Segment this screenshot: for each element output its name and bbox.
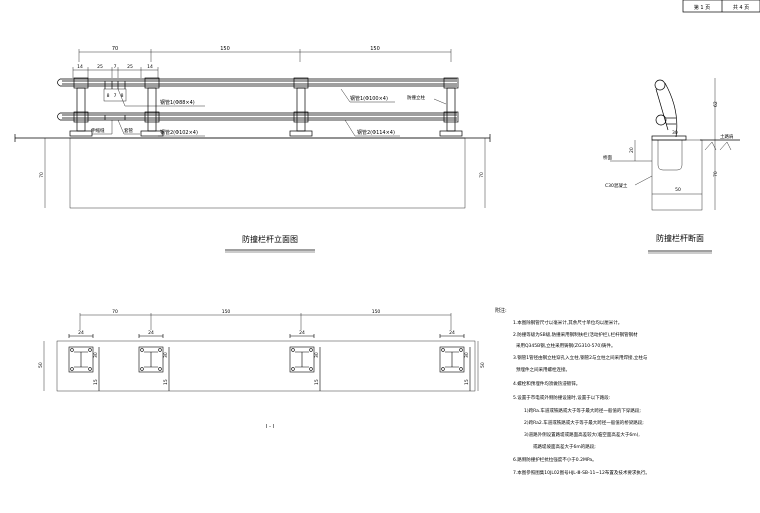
page-number: 第 1 页 [694, 4, 710, 11]
label-pipe2-small: 钢管2(Φ102×4) [160, 129, 198, 136]
edge-dim: 15 [464, 379, 470, 385]
label-deck: 桥面 [603, 154, 612, 161]
joint-dim: 8 [107, 93, 110, 99]
rails [57, 78, 457, 121]
notes: 附注: 1.本图除钢管尺寸以毫米计,其余尺寸单位均以厘米计。 2.防撞等级为SB… [495, 307, 650, 476]
elevation-view: 70 150 150 14 25 7 25 14 8 7 8 [14, 46, 491, 253]
plate-dim: 30 [93, 352, 99, 358]
label-pipe1-small: 钢管1(Φ88×4) [160, 99, 195, 106]
plate-width-dim: 24 [299, 330, 305, 336]
edge-dim: 15 [93, 379, 99, 385]
note-line: 6.路侧防撞护栏抗拉强度不小于0.2MPa。 [513, 456, 597, 463]
label-expansion-joint: 伸缩缝 [91, 127, 105, 134]
span-dim: 150 [370, 46, 380, 52]
span-dim: 70 [112, 46, 118, 52]
note-line: 4.螺栓和预埋件均须做热浸镀锌。 [513, 380, 580, 387]
plate-width-dim: 24 [148, 330, 154, 336]
label-sleeve: 套管 [124, 127, 133, 134]
sub-dim: 25 [127, 64, 133, 70]
page-total: 共 4 页 [733, 4, 749, 11]
joint-dim: 7 [114, 93, 117, 99]
note-line: 3.钢管1管径由钢立柱穿孔入立柱,钢管2与立柱之间采用焊接,立柱与 [513, 354, 647, 361]
notes-heading: 附注: [495, 307, 507, 314]
title-block: 第 1 页 共 4 页 [682, 0, 760, 13]
span-dimensions [72, 49, 452, 78]
sub-dim: 14 [77, 64, 83, 70]
label-pipe2-large: 钢管2(Φ114×4) [357, 129, 395, 136]
plate-width-dim: 24 [449, 330, 455, 336]
note-line: 预埋件之间采用螺栓连接。 [516, 366, 570, 373]
base-height-dim: 70 [713, 171, 719, 177]
label-post: 防撞立柱 [407, 94, 425, 101]
posts [69, 77, 463, 137]
note-line: 采用Q345B钢,立柱采用铸钢(ZG310-570)铸件。 [516, 342, 616, 349]
plan-view: 70 150 150 50 50 24 30 15 24 30 15 24 30 15 24 30 1… [38, 309, 486, 430]
plan-width-dim: 50 [480, 362, 486, 368]
label-shoulder: 土路肩 [720, 133, 734, 140]
plan-width-dim: 50 [38, 362, 44, 368]
label-pipe1-large: 钢管1(Φ100×4) [350, 95, 388, 102]
plate-dim: 30 [314, 352, 320, 358]
sub-dim: 7 [114, 64, 117, 70]
plate-dim: 30 [672, 130, 678, 136]
note-line: 3)道路外侧设置路堤或路面高差较大(临空面高差大于6m), [524, 431, 640, 438]
note-line: 5.设置于市电或外侧防撞设施时,设置于以下路段: [513, 394, 610, 401]
note-line: 2.防撞等级为SB级,防撞采用钢制扶栏(活动护栏),栏杆钢管钢材 [513, 331, 638, 338]
label-concrete: C30混凝土 [605, 182, 628, 189]
base-plate: 24 30 15 [138, 330, 170, 391]
width-dim: 50 [675, 187, 681, 193]
foundation [14, 134, 491, 209]
span-dim: 150 [220, 46, 230, 52]
section-view: 62 70 50 20 30 桥面 C30混凝土 土路肩 防撞栏杆断面 [603, 78, 740, 254]
plate-dim: 30 [163, 352, 169, 358]
plan-span-dim: 150 [222, 309, 231, 315]
height-dim: 70 [39, 172, 45, 178]
plate-dim: 30 [464, 352, 470, 358]
plate-width-dim: 24 [78, 330, 84, 336]
elevation-title: 防撞栏杆立面图 [242, 234, 298, 244]
note-line: 7.本图参照图集10JL02图号HJL-Ⅲ-SB-11~12布置及技术要求执行。 [513, 469, 650, 476]
note-line: 1.本图除钢管尺寸以毫米计,其余尺寸单位均以厘米计。 [513, 319, 622, 326]
sub-dim: 25 [97, 64, 103, 70]
section-title: 防撞栏杆断面 [656, 233, 704, 243]
rail-height-dim: 62 [713, 101, 719, 107]
note-line: 或路堤坡面高差大于6m的路段; [533, 443, 596, 450]
plan-span-dim: 150 [372, 309, 381, 315]
base-plate: 24 30 15 [68, 330, 100, 391]
base-plate: 24 30 15 [289, 330, 321, 391]
height-dim: 70 [479, 172, 485, 178]
note-line: 2)跨Ra2.车道或铁路或大于等于最大跨径一般值的桥梁路段; [524, 419, 644, 426]
depth-dim: 20 [629, 147, 635, 153]
note-line: 1)跨Ra.车道或铁路或大于等于最大跨径一般值的下穿路段; [524, 407, 641, 414]
edge-dim: 15 [163, 379, 169, 385]
joint-dim: 8 [121, 93, 124, 99]
sub-dim: 14 [147, 64, 153, 70]
plan-title: I - I [266, 424, 274, 430]
edge-dim: 15 [314, 379, 320, 385]
base-plate: 24 30 15 [439, 330, 471, 391]
plan-span-dim: 70 [112, 309, 118, 315]
